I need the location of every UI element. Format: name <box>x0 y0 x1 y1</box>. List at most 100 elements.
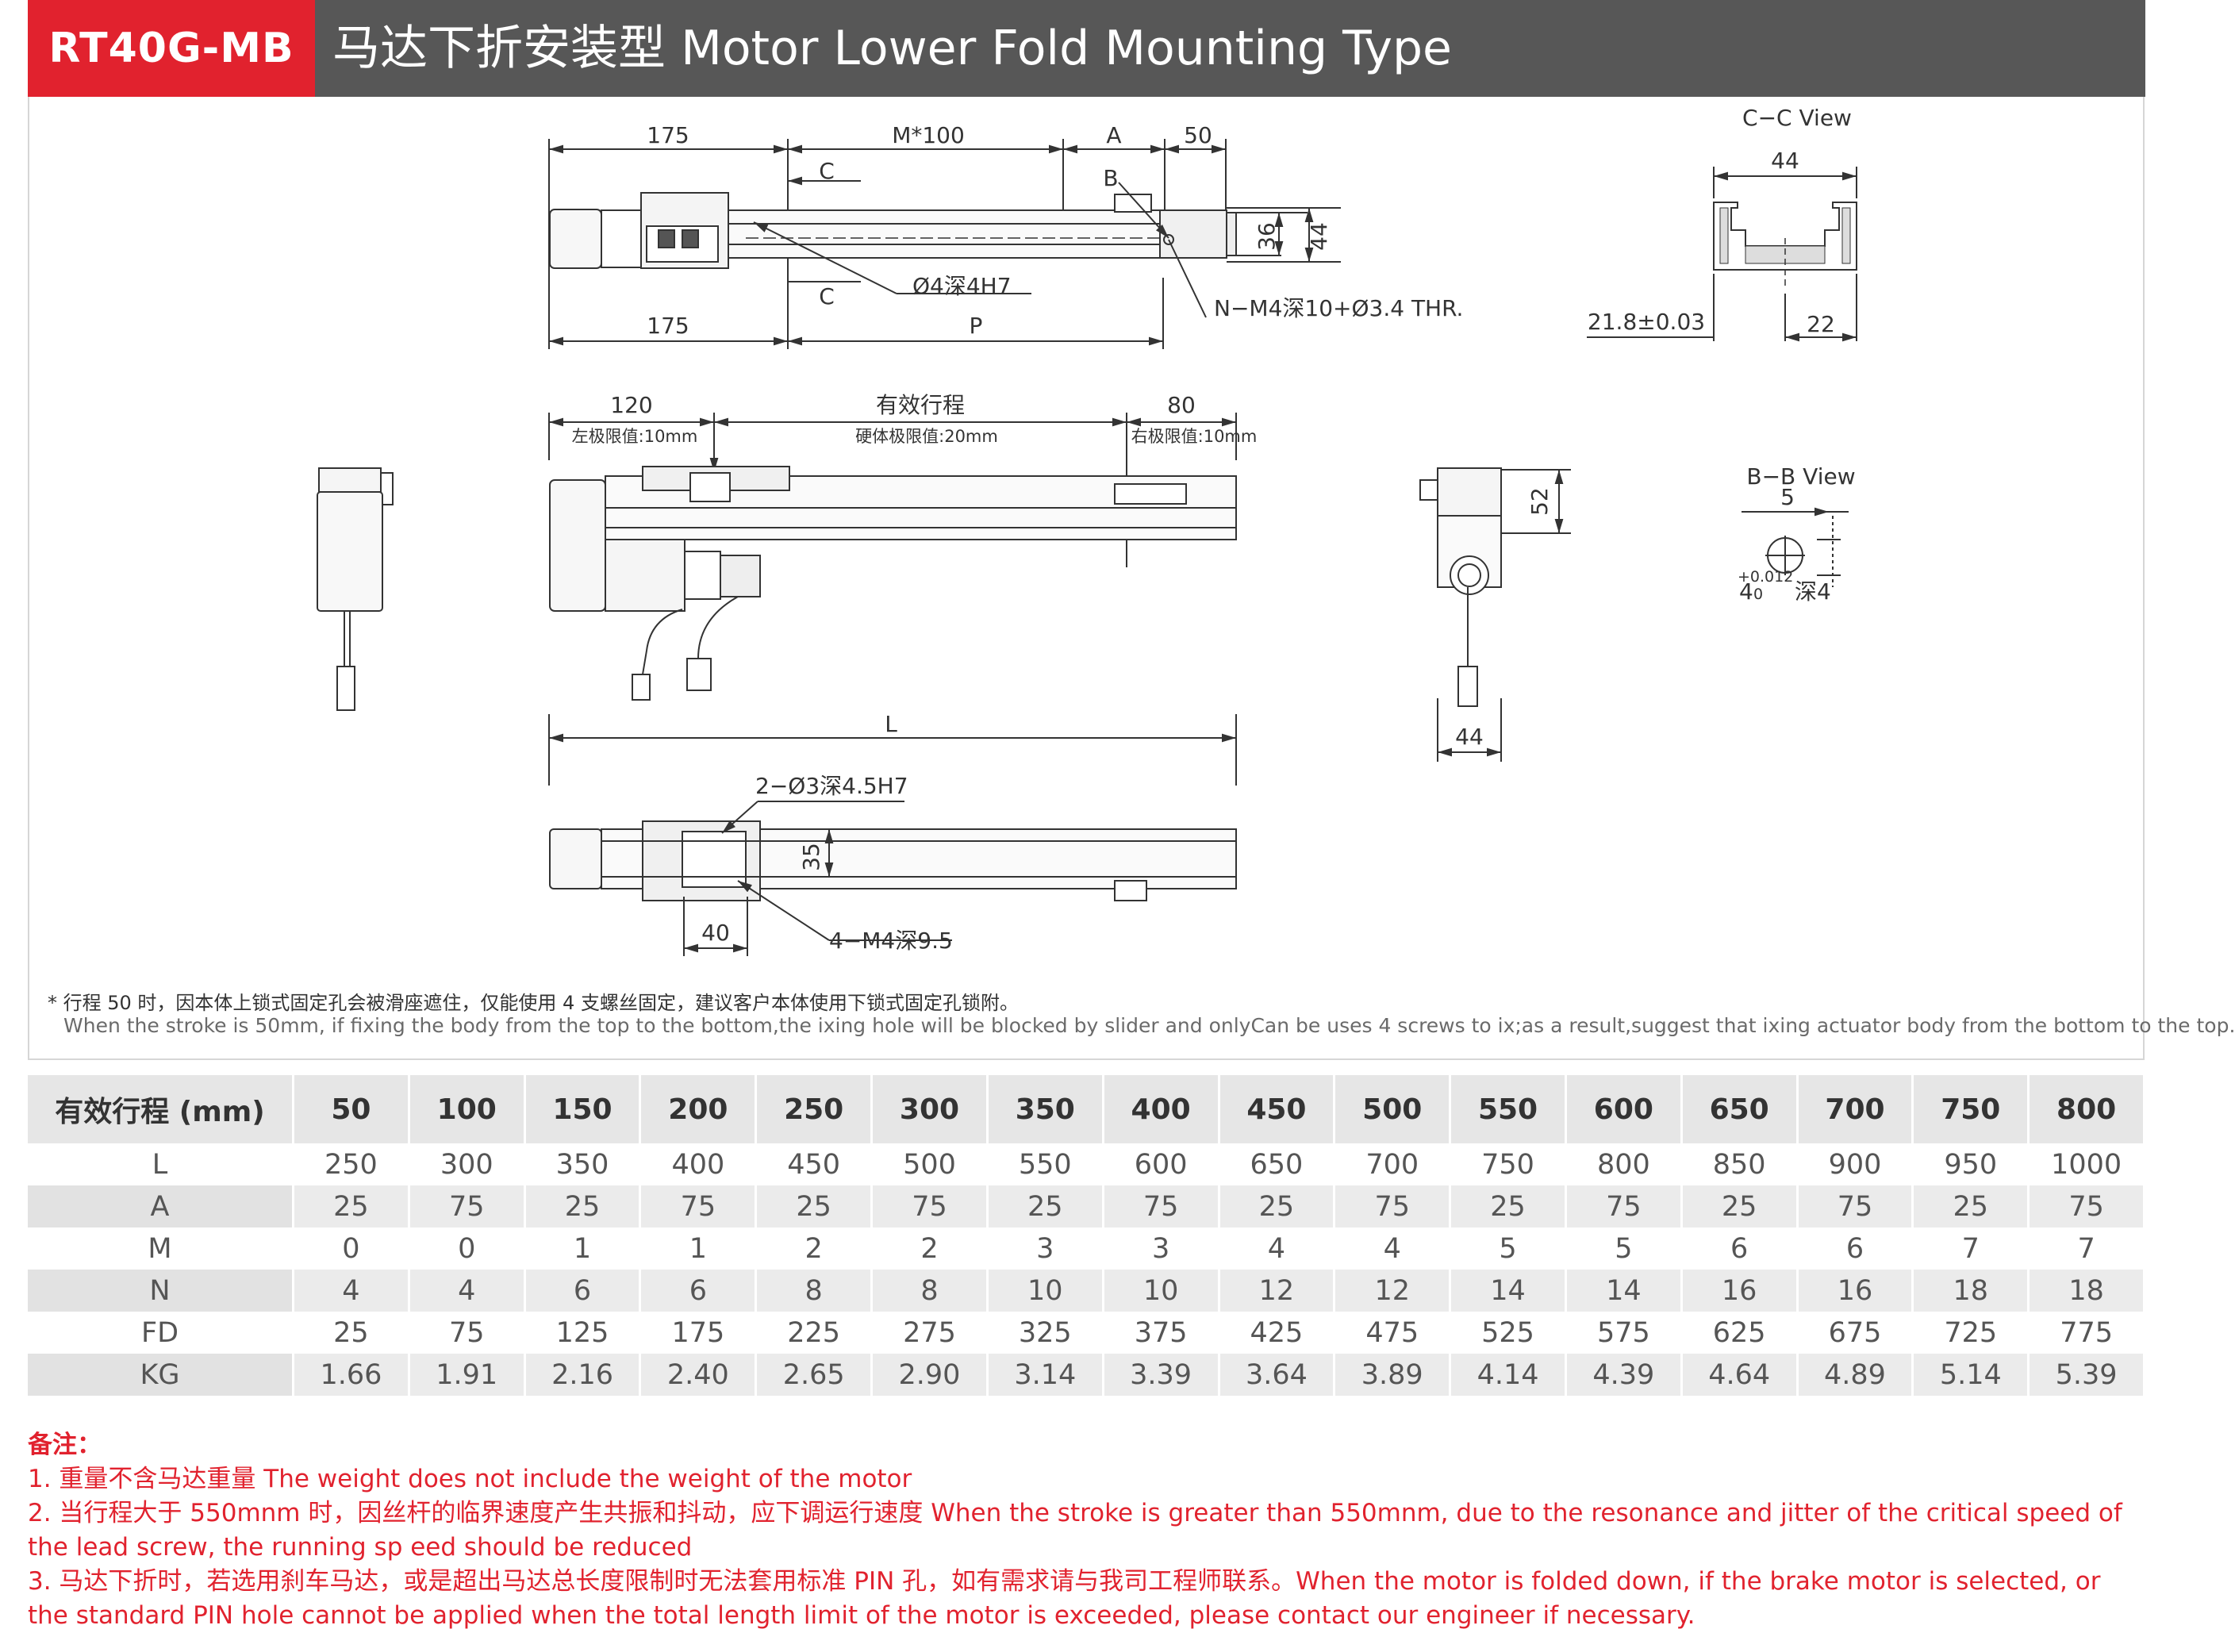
remark-item: 3. 马达下折时，若选用刹车马达，或是超出马达总长度限制时无法套用标准 PIN … <box>28 1567 2101 1630</box>
bottom-view <box>549 801 1237 956</box>
table-cell: 450 <box>755 1143 874 1185</box>
table-cell: 225 <box>755 1312 874 1354</box>
table-cell: 5 <box>1450 1227 1567 1270</box>
end-dim-52: 52 <box>1526 487 1553 516</box>
table-cell: 500 <box>871 1143 989 1185</box>
side-view <box>548 413 1237 786</box>
row-label: FD <box>28 1312 294 1354</box>
table-cell: 600 <box>1103 1143 1220 1185</box>
table-cell: 75 <box>639 1185 758 1227</box>
right-end-view <box>1419 467 1571 762</box>
bb-view <box>1742 507 1849 587</box>
table-cell: 4.89 <box>1797 1354 1914 1396</box>
row-label: A <box>28 1185 294 1227</box>
dim-l: L <box>885 711 897 737</box>
table-cell: 425 <box>1219 1312 1336 1354</box>
cc-dim-44: 44 <box>1771 148 1799 174</box>
model-code: RT40G-MB <box>48 25 294 72</box>
label-b: B <box>1103 165 1118 191</box>
table-cell: 475 <box>1334 1312 1452 1354</box>
table-cell: 3 <box>987 1227 1104 1270</box>
dim-120: 120 <box>610 392 652 418</box>
cc-view-title: C−C View <box>1742 105 1852 131</box>
table-cell: 300 <box>409 1143 526 1185</box>
dim-a: A <box>1106 122 1121 148</box>
table-cell: 550 <box>987 1143 1104 1185</box>
row-label: M <box>28 1227 294 1270</box>
stroke-col: 400 <box>1103 1075 1220 1143</box>
table-cell: 1 <box>639 1227 758 1270</box>
stroke-col: 300 <box>871 1075 989 1143</box>
dim-p: P <box>970 313 983 339</box>
remark-item: 2. 当行程大于 550mnm 时，因丝杆的临界速度产生共振和抖动，应下调运行速… <box>28 1499 2122 1562</box>
spec-table: 有效行程 (mm) 50 100 150 200 250 300 350 400… <box>28 1075 2145 1396</box>
table-cell: 2.65 <box>755 1354 874 1396</box>
stroke-col: 500 <box>1334 1075 1452 1143</box>
table-cell: 4.14 <box>1450 1354 1567 1396</box>
dim-175-top: 175 <box>647 122 689 148</box>
table-cell: 10 <box>987 1270 1104 1312</box>
table-cell: 3.64 <box>1219 1354 1336 1396</box>
table-cell: 18 <box>1912 1270 2030 1312</box>
stroke-col: 750 <box>1912 1075 2030 1143</box>
table-cell: 7 <box>2028 1227 2145 1270</box>
table-cell: 12 <box>1334 1270 1452 1312</box>
dim-stroke: 有效行程 <box>876 392 965 418</box>
bb-depth: 深4 <box>1795 578 1831 605</box>
table-cell: 125 <box>524 1312 642 1354</box>
table-cell: 1000 <box>2028 1143 2145 1185</box>
table-cell: 4.39 <box>1565 1354 1683 1396</box>
table-cell: 700 <box>1334 1143 1452 1185</box>
table-cell: 75 <box>409 1312 526 1354</box>
table-cell: 18 <box>2028 1270 2145 1312</box>
left-end-view <box>317 467 394 711</box>
table-cell: 800 <box>1565 1143 1683 1185</box>
table-cell: 850 <box>1681 1143 1799 1185</box>
limit-hard: 硬体极限值:20mm <box>855 427 998 446</box>
stroke-col: 250 <box>755 1075 874 1143</box>
table-cell: 250 <box>293 1143 410 1185</box>
table-cell: 5.14 <box>1912 1354 2030 1396</box>
stroke-col: 350 <box>987 1075 1104 1143</box>
table-cell: 2 <box>755 1227 874 1270</box>
table-cell: 625 <box>1681 1312 1799 1354</box>
remarks-title: 备注： <box>28 1431 102 1459</box>
table-cell: 3 <box>1103 1227 1220 1270</box>
dim-44-top: 44 <box>1306 222 1332 251</box>
stroke-col: 650 <box>1681 1075 1799 1143</box>
table-cell: 2.40 <box>639 1354 758 1396</box>
table-cell: 900 <box>1797 1143 1914 1185</box>
top-view <box>548 139 1341 349</box>
table-cell: 16 <box>1681 1270 1799 1312</box>
table-cell: 5 <box>1565 1227 1683 1270</box>
table-cell: 16 <box>1797 1270 1914 1312</box>
section-c-top: C <box>819 158 835 184</box>
table-cell: 400 <box>639 1143 758 1185</box>
table-cell: 75 <box>1797 1185 1914 1227</box>
table-cell: 7 <box>1912 1227 2030 1270</box>
cc-dim-21-8: 21.8±0.03 <box>1588 309 1705 335</box>
table-cell: 4 <box>409 1270 526 1312</box>
table-cell: 2.16 <box>524 1354 642 1396</box>
row-label: N <box>28 1270 294 1312</box>
table-cell: 0 <box>293 1227 410 1270</box>
table-cell: 4 <box>293 1270 410 1312</box>
technical-drawing: 175 M*100 A 50 C C B 36 44 Ø4深4H7 N−M4深1… <box>317 105 1857 956</box>
stroke-col: 50 <box>293 1075 410 1143</box>
table-cell: 2.90 <box>871 1354 989 1396</box>
remark-item: 1. 重量不含马达重量 The weight does not include … <box>28 1465 912 1493</box>
table-cell: 10 <box>1103 1270 1220 1312</box>
table-cell: 12 <box>1219 1270 1336 1312</box>
limit-left: 左极限值:10mm <box>572 427 698 446</box>
end-dim-44: 44 <box>1455 724 1484 750</box>
stroke-header-label: 有效行程 (mm) <box>28 1075 294 1143</box>
table-cell: 25 <box>1219 1185 1336 1227</box>
bb-tol-low: 0 <box>1753 586 1763 603</box>
table-cell: 3.39 <box>1103 1354 1220 1396</box>
table-cell: 775 <box>2028 1312 2145 1354</box>
dim-36: 36 <box>1254 222 1280 251</box>
bb-tol-high: +0.012 <box>1738 568 1793 586</box>
